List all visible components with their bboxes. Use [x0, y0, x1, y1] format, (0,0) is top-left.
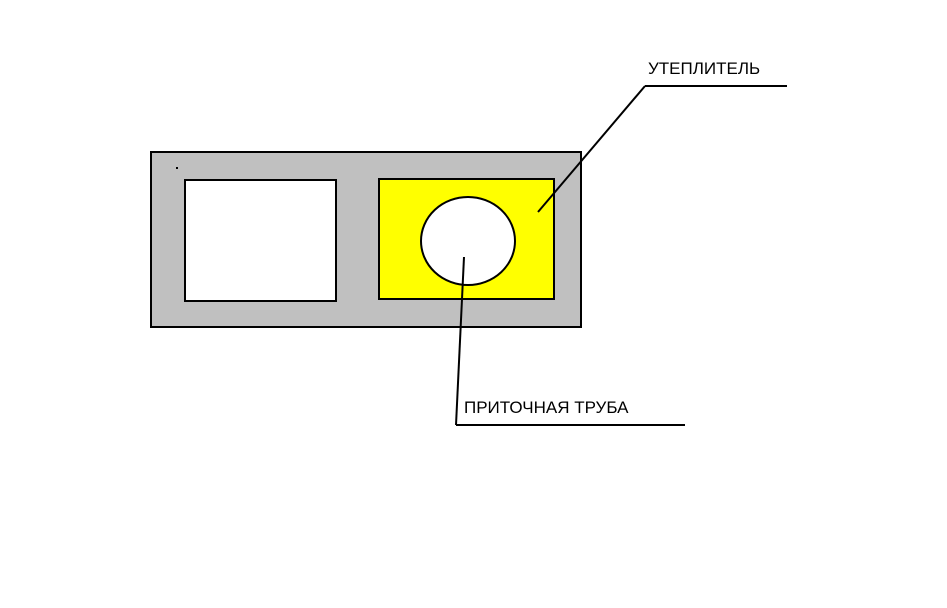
- pipe-leader-line: [455, 256, 465, 426]
- empty-cavity: [184, 179, 337, 302]
- insulation-leader-line: [537, 85, 646, 213]
- insulation-label: УТЕПЛИТЕЛЬ: [648, 59, 761, 78]
- supply-pipe-circle: [420, 196, 516, 286]
- marker-dot: [176, 167, 178, 169]
- supply-pipe-label: ПРИТОЧНАЯ ТРУБА: [464, 398, 629, 417]
